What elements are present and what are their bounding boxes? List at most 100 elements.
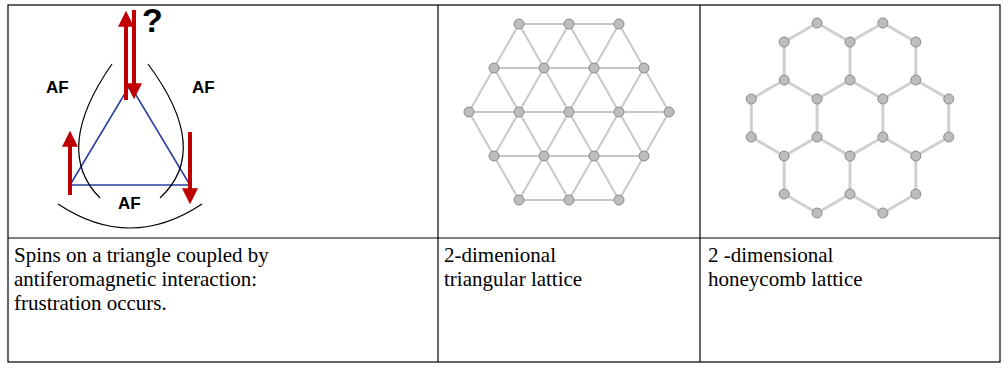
lattice-bond [469, 68, 494, 112]
lattice-bond [594, 24, 619, 68]
lattice-bond [784, 194, 817, 213]
coupling-label: AF [118, 194, 141, 214]
lattice-bond [783, 156, 786, 194]
lattice-bond [644, 112, 669, 156]
lattice-bond [883, 80, 916, 99]
lattice-site [589, 63, 599, 73]
lattice-bond [619, 24, 644, 68]
lattice-bond [494, 112, 519, 156]
lattice-bond [817, 137, 850, 156]
lattice-bond [544, 155, 594, 157]
lattice-site [614, 195, 624, 205]
lattice-bond [751, 80, 784, 99]
lattice-bond [544, 112, 569, 156]
lattice-bond [850, 194, 883, 213]
lattice-bond [850, 23, 883, 42]
lattice-bond [817, 80, 850, 99]
lattice-site [746, 132, 756, 142]
lattice-bond [883, 137, 916, 156]
lattice-site [639, 151, 649, 161]
lattice-bond [594, 68, 619, 112]
spin-triangle [58, 10, 202, 228]
lattice-bond [881, 99, 884, 137]
lattice-site [589, 151, 599, 161]
lattice-bond [569, 24, 594, 68]
lattice-bond [914, 42, 917, 80]
lattice-site [779, 75, 789, 85]
lattice-site [514, 195, 524, 205]
lattice-bond [783, 42, 786, 80]
lattice-bond [569, 156, 594, 200]
lattice-site [564, 19, 574, 29]
lattice-bond [569, 199, 619, 201]
lattice-site [539, 63, 549, 73]
lattice-site [878, 208, 888, 218]
lattice-site [812, 94, 822, 104]
lattice-bond [816, 99, 819, 137]
lattice-site [564, 107, 574, 117]
lattice-site [911, 151, 921, 161]
lattice-bond [494, 68, 519, 112]
lattice-bond [916, 80, 949, 99]
lattice-site [779, 151, 789, 161]
lattice-bond [914, 156, 917, 194]
lattice-site [944, 132, 954, 142]
lattice-bond [784, 80, 817, 99]
question-mark: ? [142, 2, 163, 38]
lattice-bond [784, 23, 817, 42]
lattice-bond [519, 199, 569, 201]
lattice-site [464, 107, 474, 117]
lattice-site [514, 107, 524, 117]
lattice-site [878, 18, 888, 28]
lattice-site [489, 151, 499, 161]
lattice-bond [883, 23, 916, 42]
caption-cell: 2-dimenional triangular lattice [444, 243, 624, 291]
lattice-bond [947, 99, 950, 137]
lattice-bond [594, 112, 619, 156]
lattice-site [779, 189, 789, 199]
lattice-bond [569, 111, 619, 113]
lattice-bond [849, 156, 852, 194]
lattice-bond [519, 68, 544, 112]
lattice-site [812, 18, 822, 28]
lattice-bond [750, 99, 753, 137]
lattice-bond [569, 112, 594, 156]
lattice-site [489, 63, 499, 73]
lattice-bond [619, 112, 644, 156]
lattice-bond [569, 23, 619, 25]
lattice-site [812, 208, 822, 218]
lattice-site [564, 195, 574, 205]
lattice-bond [619, 156, 644, 200]
caption-cell: 2 -dimensional honeycomb lattice [708, 243, 898, 291]
lattice-bond [544, 24, 569, 68]
lattice-bond [751, 137, 784, 156]
lattice-bond [544, 156, 569, 200]
lattice-bond [916, 137, 949, 156]
lattice-bond [850, 137, 883, 156]
lattice-bond [619, 111, 669, 113]
lattice-site [878, 132, 888, 142]
lattice-bond [494, 67, 544, 69]
lattice-bond [817, 194, 850, 213]
lattice-bond [494, 24, 519, 68]
lattice-bond [519, 23, 569, 25]
lattice-site [878, 94, 888, 104]
lattice-site [911, 75, 921, 85]
lattice-site [746, 94, 756, 104]
coupling-label: AF [46, 78, 69, 98]
lattice-bond [817, 23, 850, 42]
lattice-bond [849, 42, 852, 80]
lattice-bond [544, 67, 594, 69]
lattice-site [614, 107, 624, 117]
lattice-bond [594, 67, 644, 69]
lattice-bond [544, 68, 569, 112]
lattice-site [539, 151, 549, 161]
lattice-bond [644, 68, 669, 112]
lattice-site [845, 151, 855, 161]
lattice-site [944, 94, 954, 104]
lattice-site [614, 19, 624, 29]
lattice-bond [494, 156, 519, 200]
lattice-site [664, 107, 674, 117]
lattice-bond [569, 68, 594, 112]
caption-cell: Spins on a triangle coupled by antiferom… [14, 243, 314, 315]
